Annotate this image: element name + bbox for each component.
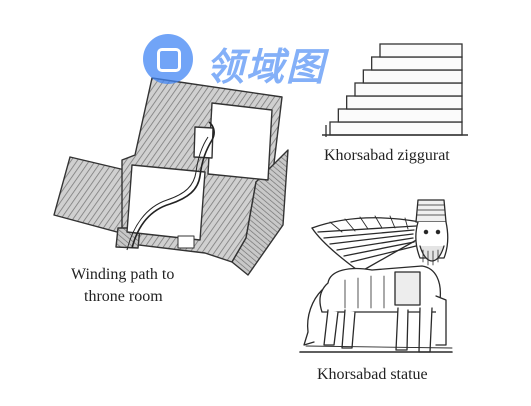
ziggurat-tier xyxy=(337,108,463,123)
ziggurat-tier xyxy=(354,82,463,97)
lamassu-statue-drawing xyxy=(299,199,453,353)
statue-head xyxy=(415,199,449,266)
ziggurat-tier xyxy=(371,56,463,71)
plan-passage-room xyxy=(193,126,214,159)
winding-path-line-2 xyxy=(126,136,209,251)
statue-legs xyxy=(323,295,447,353)
watermark-badge xyxy=(143,34,193,84)
ziggurat-tier xyxy=(362,69,463,84)
statue-body xyxy=(319,265,442,313)
caption-ziggurat: Khorsabad ziggurat xyxy=(324,147,450,164)
winding-path-line xyxy=(131,121,215,249)
statue-tail xyxy=(303,289,323,346)
plan-lower-right-block xyxy=(231,149,289,276)
ziggurat-tier xyxy=(379,43,463,58)
plan-throne-room xyxy=(207,102,273,181)
plan-left-wing xyxy=(53,156,129,236)
plan-courtyard xyxy=(126,164,206,241)
caption-statue: Khorsabad statue xyxy=(317,366,428,383)
caption-winding-path-line1: Winding path to xyxy=(71,266,175,283)
statue-wings xyxy=(311,215,421,273)
palace-plan xyxy=(53,77,289,276)
ziggurat-tier xyxy=(346,95,463,110)
ziggurat-tier xyxy=(329,121,463,136)
caption-winding-path-line2: throne room xyxy=(84,288,163,305)
plan-gate xyxy=(177,235,195,249)
ziggurat-drawing xyxy=(322,43,468,137)
watermark-text: 领域图 xyxy=(206,45,327,89)
watermark-logo-icon xyxy=(157,48,181,72)
